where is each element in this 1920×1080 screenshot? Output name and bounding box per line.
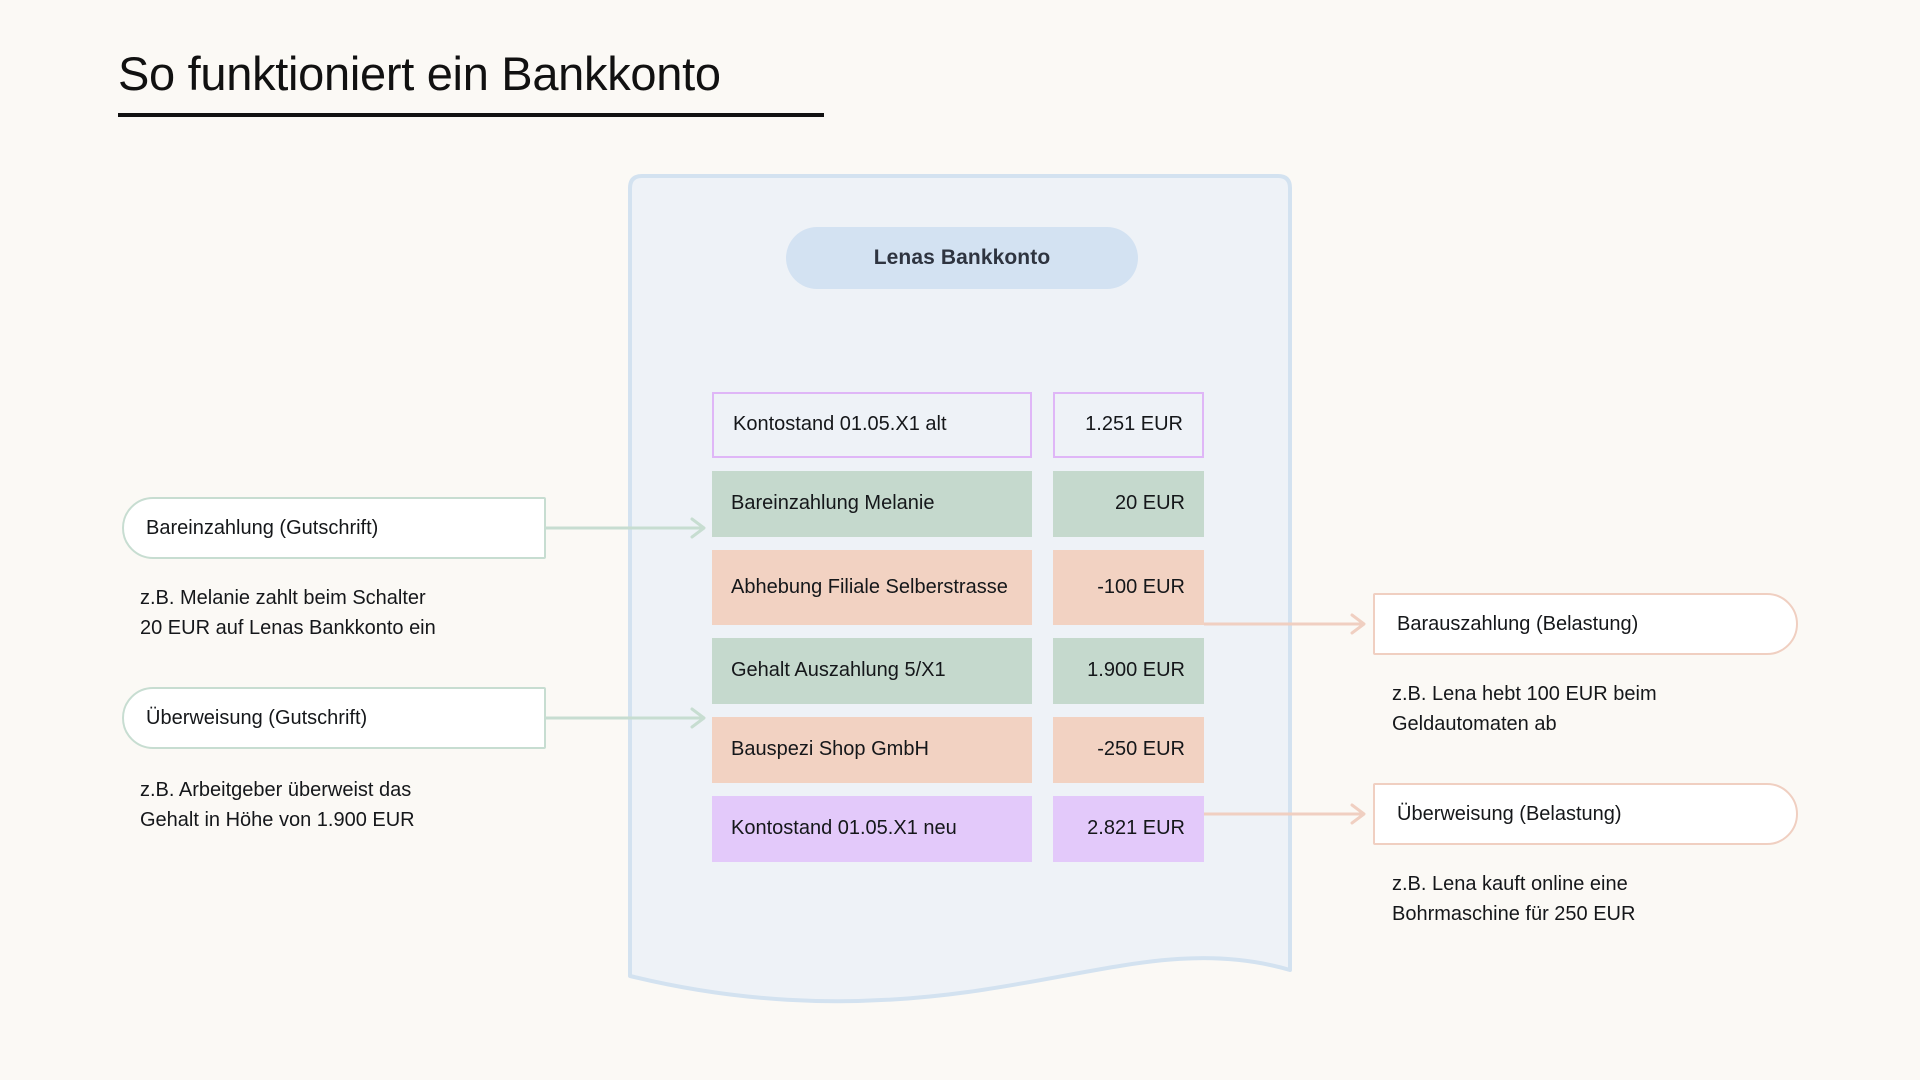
table-row: Kontostand 01.05.X1 neu 2.821 EUR xyxy=(712,796,1204,862)
callout-title: Bareinzahlung (Gutschrift) xyxy=(146,516,379,539)
row-label: Abhebung Filiale Selberstrasse xyxy=(712,550,1032,625)
row-amount: 1.251 EUR xyxy=(1053,392,1204,458)
arrow-right-icon xyxy=(546,517,706,539)
table-row: Bauspezi Shop GmbH -250 EUR xyxy=(712,717,1204,783)
callout-left-bareinzahlung: Bareinzahlung (Gutschrift) xyxy=(122,497,546,559)
row-label: Bareinzahlung Melanie xyxy=(712,471,1032,537)
row-label: Kontostand 01.05.X1 neu xyxy=(712,796,1032,862)
title-underline xyxy=(118,113,824,117)
account-name-pill: Lenas Bankkonto xyxy=(786,227,1138,289)
callout-title: Barauszahlung (Belastung) xyxy=(1397,612,1639,635)
ledger-table: Kontostand 01.05.X1 alt 1.251 EUR Barein… xyxy=(712,392,1204,862)
callout-right-ueberweisung: Überweisung (Belastung) xyxy=(1373,783,1798,845)
callout-title: Überweisung (Belastung) xyxy=(1397,802,1622,825)
table-row: Bareinzahlung Melanie 20 EUR xyxy=(712,471,1204,537)
row-amount: 1.900 EUR xyxy=(1053,638,1204,704)
row-label: Bauspezi Shop GmbH xyxy=(712,717,1032,783)
callout-right-barauszahlung: Barauszahlung (Belastung) xyxy=(1373,593,1798,655)
row-amount: -250 EUR xyxy=(1053,717,1204,783)
arrow-right-icon xyxy=(1204,803,1366,825)
callout-note: z.B. Arbeitgeber überweist das Gehalt in… xyxy=(140,779,415,832)
row-amount: 20 EUR xyxy=(1053,471,1204,537)
row-label: Kontostand 01.05.X1 alt xyxy=(712,392,1032,458)
row-label: Gehalt Auszahlung 5/X1 xyxy=(712,638,1032,704)
arrow-right-icon xyxy=(546,707,706,729)
callout-note: z.B. Melanie zahlt beim Schalter 20 EUR … xyxy=(140,587,436,640)
row-amount: 2.821 EUR xyxy=(1053,796,1204,862)
page-title: So funktioniert ein Bankkonto xyxy=(118,47,721,100)
table-row: Gehalt Auszahlung 5/X1 1.900 EUR xyxy=(712,638,1204,704)
row-amount: -100 EUR xyxy=(1053,550,1204,625)
arrow-right-icon xyxy=(1204,613,1366,635)
callout-note: z.B. Lena hebt 100 EUR beim Geldautomate… xyxy=(1392,683,1657,736)
callout-title: Überweisung (Gutschrift) xyxy=(146,706,368,729)
callout-left-ueberweisung: Überweisung (Gutschrift) xyxy=(122,687,546,749)
table-row: Kontostand 01.05.X1 alt 1.251 EUR xyxy=(712,392,1204,458)
account-name-label: Lenas Bankkonto xyxy=(873,246,1051,269)
callout-note: z.B. Lena kauft online eine Bohrmaschine… xyxy=(1392,873,1636,926)
table-row: Abhebung Filiale Selberstrasse -100 EUR xyxy=(712,550,1204,625)
